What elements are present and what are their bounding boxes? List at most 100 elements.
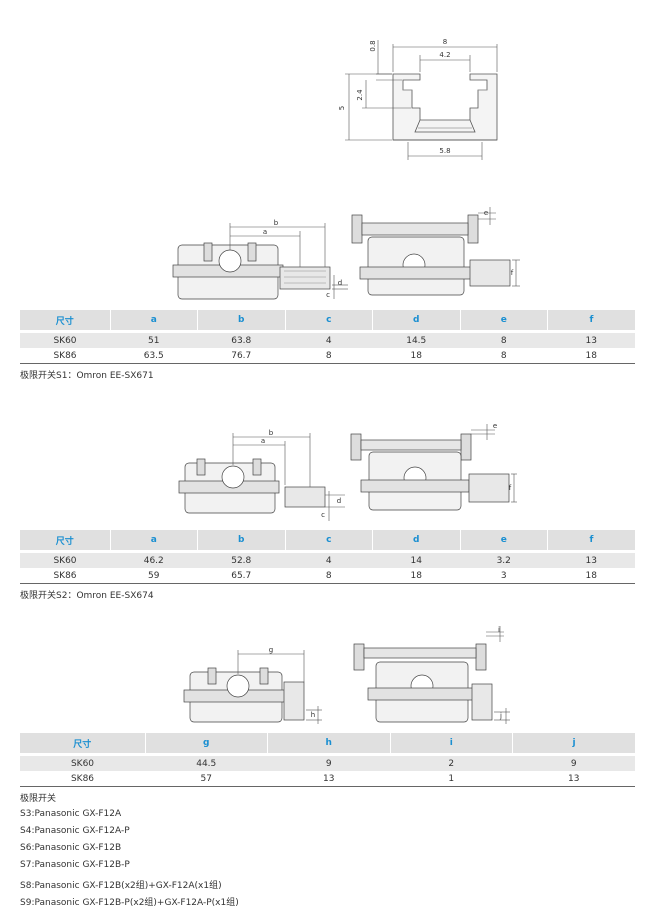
s2-label-e: e — [493, 422, 497, 430]
table-row: SK86 59 65.7 8 18 3 18 — [20, 568, 635, 584]
table3-header-i: i — [390, 733, 513, 755]
s2-label-d: d — [337, 497, 341, 505]
s1-label-e: e — [484, 209, 488, 217]
table-cell: 18 — [547, 348, 635, 364]
table1-header-f: f — [547, 310, 635, 332]
s2-label-a: a — [261, 437, 265, 445]
table-row: SK60 46.2 52.8 4 14 3.2 13 — [20, 550, 635, 568]
table-cell: 44.5 — [145, 753, 268, 771]
spec-table-s3: 尺寸 g h i j SK60 44.5 9 2 9 SK86 57 13 1 … — [20, 733, 635, 787]
table-cell: SK86 — [20, 771, 145, 787]
table3-header-size: 尺寸 — [20, 733, 146, 755]
table3-header-h: h — [267, 733, 391, 755]
table-cell: 14 — [372, 550, 460, 568]
s2-front-view-diagram: e f — [350, 422, 517, 511]
switch-s4: S4:Panasonic GX-F12A-P — [20, 826, 130, 836]
table-cell: 8 — [460, 348, 548, 364]
switch-s3: S3:Panasonic GX-F12A — [20, 809, 122, 819]
s2-label-c: c — [321, 511, 325, 519]
table-row: SK86 57 13 1 13 — [20, 771, 635, 787]
table-cell: 4 — [285, 550, 373, 568]
switch-s7: S7:Panasonic GX-F12B-P — [20, 860, 130, 870]
table-cell: 3 — [460, 568, 548, 584]
s3-label-j: j — [499, 712, 502, 720]
spec-table-s2: 尺寸 a b c d e f SK60 46.2 52.8 4 14 3.2 1… — [20, 530, 635, 584]
table3-header-g: g — [145, 733, 268, 755]
s1-label-a: a — [263, 228, 267, 236]
table-cell: 4 — [285, 330, 373, 348]
table-cell: 59 — [110, 568, 198, 584]
s1-side-view-diagram: b a c d — [172, 219, 348, 300]
switch-s8: S8:Panasonic GX-F12B(x2组)+GX-F12A(x1组) — [20, 881, 222, 891]
table-row: SK60 51 63.8 4 14.5 8 13 — [20, 330, 635, 348]
table3-header-j: j — [512, 733, 635, 755]
s3-label-i: i — [498, 626, 500, 634]
table-cell: 9 — [267, 753, 390, 771]
table-cell: 13 — [512, 771, 635, 787]
profile-cross-section-diagram: 8 4.2 0.8 2.4 5 5.8 — [338, 38, 498, 160]
table-cell: 2 — [390, 753, 513, 771]
dim-bottom: 5.8 — [439, 147, 450, 155]
dim-top-thickness: 0.8 — [369, 40, 377, 51]
s3-label-h: h — [311, 711, 315, 719]
table1-header-c: c — [285, 310, 373, 332]
table-cell: 63.5 — [110, 348, 198, 364]
table-cell: 51 — [110, 330, 198, 348]
table-cell: 14.5 — [372, 330, 460, 348]
table-cell: 13 — [547, 550, 635, 568]
s1-label-c: c — [326, 291, 330, 299]
s3-front-view-diagram: i j — [353, 626, 510, 724]
table2-header-a: a — [110, 530, 198, 552]
table-cell: 13 — [547, 330, 635, 348]
table-cell: 8 — [460, 330, 548, 348]
table1-header-size: 尺寸 — [20, 310, 111, 332]
table-cell: 8 — [285, 568, 373, 584]
table2-header-f: f — [547, 530, 635, 552]
switch-s9: S9:Panasonic GX-F12B-P(x2组)+GX-F12A-P(x1… — [20, 898, 239, 908]
table-cell: 3.2 — [460, 550, 548, 568]
table-cell: 18 — [547, 568, 635, 584]
table2-header-d: d — [372, 530, 461, 552]
table-cell: 1 — [390, 771, 513, 787]
table1-header-e: e — [460, 310, 548, 332]
table2-header-b: b — [197, 530, 286, 552]
table2-header-e: e — [460, 530, 548, 552]
table2-header-size: 尺寸 — [20, 530, 111, 552]
table-cell: 18 — [372, 568, 460, 584]
dim-depth: 2.4 — [356, 89, 364, 101]
table-cell: SK86 — [20, 568, 110, 584]
table-cell: 46.2 — [110, 550, 198, 568]
table-cell: 9 — [512, 753, 635, 771]
s1-label-b: b — [274, 219, 279, 227]
table-cell: 65.7 — [197, 568, 285, 584]
table-cell: SK60 — [20, 550, 110, 568]
s2-side-view-diagram: b a c d — [178, 429, 345, 521]
s1-front-view-diagram: e f — [351, 207, 520, 296]
s1-label-d: d — [338, 279, 342, 287]
table1-header-a: a — [110, 310, 198, 332]
table1-caption: 极限开关S1：Omron EE-SX671 — [20, 371, 154, 381]
table-cell: 57 — [145, 771, 268, 787]
spec-table-s1: 尺寸 a b c d e f SK60 51 63.8 4 14.5 8 13 … — [20, 310, 635, 364]
table-cell: 18 — [372, 348, 460, 364]
dim-slot: 4.2 — [439, 51, 450, 59]
table-cell: SK60 — [20, 330, 110, 348]
switch-s6: S6:Panasonic GX-F12B — [20, 843, 122, 853]
table1-header-d: d — [372, 310, 461, 332]
table3-caption: 极限开关 — [20, 794, 57, 804]
table2-header-c: c — [285, 530, 373, 552]
s2-label-f: f — [509, 484, 512, 492]
s2-label-b: b — [269, 429, 274, 437]
table-cell: 13 — [267, 771, 390, 787]
dim-width: 8 — [443, 38, 447, 46]
table-cell: 76.7 — [197, 348, 285, 364]
s3-side-view-diagram: g h — [183, 646, 322, 724]
table2-caption: 极限开关S2：Omron EE-SX674 — [20, 591, 154, 601]
table-row: SK60 44.5 9 2 9 — [20, 753, 635, 771]
table-cell: 52.8 — [197, 550, 285, 568]
table-row: SK86 63.5 76.7 8 18 8 18 — [20, 348, 635, 364]
table-cell: SK60 — [20, 753, 145, 771]
table1-header-b: b — [197, 310, 286, 332]
table-cell: 8 — [285, 348, 373, 364]
table-cell: SK86 — [20, 348, 110, 364]
